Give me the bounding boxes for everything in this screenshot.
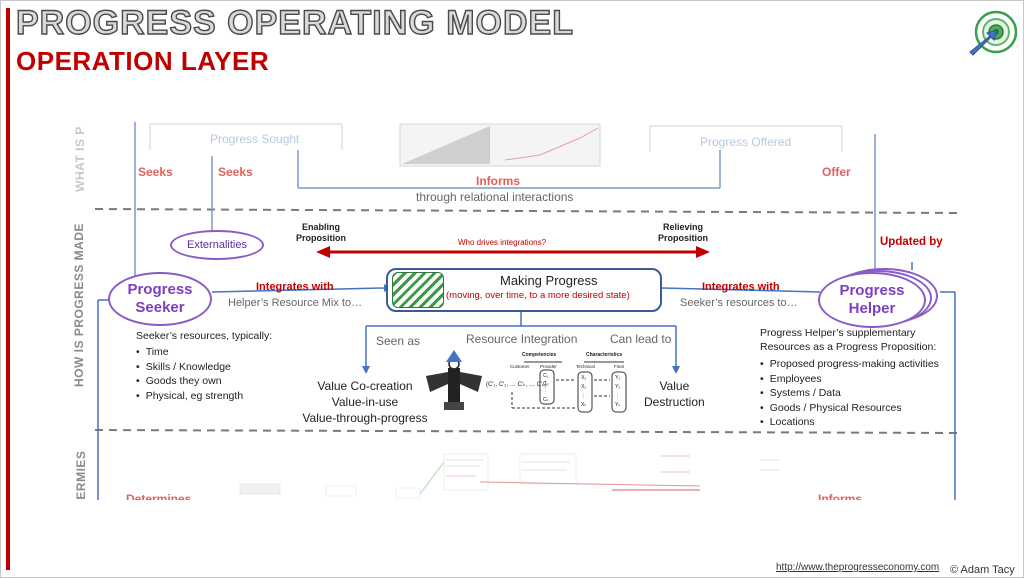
- value-left-2: Value-through-progress: [302, 411, 428, 425]
- matrix-x-1: X₂: [581, 384, 587, 390]
- integration-figure-icon: [426, 350, 482, 410]
- matrix-c-1: C₂: [543, 381, 549, 387]
- matrix-tuple: (C′₁, C′₂, … C′ₖ, … C′ₚ): [486, 382, 547, 388]
- seeker-resource-item: Time: [136, 345, 272, 360]
- section-label-top: WHAT IS P: [73, 126, 87, 192]
- progress-hatch-icon: [392, 272, 444, 308]
- seeker-resource-item: Skills / Knowledge: [136, 360, 272, 375]
- seeks-label-2: Seeks: [218, 165, 253, 179]
- matrix-x-0: X₁: [581, 375, 587, 381]
- seekers-resources-to-label: Seeker’s resources to…: [680, 297, 798, 309]
- making-progress-subtitle: (moving, over time, to a more desired st…: [446, 290, 630, 301]
- seeker-resource-item: Goods they own: [136, 374, 272, 389]
- progress-sought-label: Progress Sought: [210, 132, 300, 146]
- matrix-y-0: Y₁: [615, 375, 621, 381]
- externalities-label: Externalities: [187, 239, 247, 251]
- bottom-mask: [12, 500, 1020, 556]
- updated-by-label: Updated by: [880, 236, 943, 248]
- who-drives-label: Who drives integrations?: [458, 238, 547, 247]
- resource-integration-label: Resource Integration: [466, 332, 578, 346]
- value-left-1: Value-in-use: [331, 395, 399, 409]
- helper-resource-item: Systems / Data: [760, 386, 939, 401]
- matrix-x-3: Xₖ: [581, 402, 587, 408]
- making-progress-box: Making Progress (moving, over time, to a…: [386, 268, 662, 312]
- matrix-x-2: ⋮: [581, 393, 587, 399]
- can-lead-to-label: Can lead to: [610, 332, 672, 346]
- page-subtitle: OPERATION LAYER: [16, 46, 270, 76]
- offer-label: Offer: [822, 165, 851, 179]
- matrix-technical: Technical: [576, 364, 595, 369]
- making-progress-title: Making Progress: [500, 273, 598, 288]
- matrix-y-2: ⋮: [615, 393, 621, 399]
- matrix-c-3: Cₖ: [543, 397, 549, 403]
- progress-helper-label: Progress Helper: [839, 282, 905, 317]
- helper-resource-item: Goods / Physical Resources: [760, 401, 939, 416]
- matrix-characteristics: Characteristics: [586, 352, 623, 358]
- footer-copyright: © Adam Tacy: [950, 564, 1015, 576]
- matrix-final: Final: [614, 364, 624, 369]
- seeks-label-1: Seeks: [138, 165, 173, 179]
- bottom-informs-label: Informs: [818, 492, 863, 500]
- value-left-0: Value Co-creation: [317, 379, 413, 393]
- externalities-bubble: Externalities: [170, 230, 264, 260]
- seeker-resources-block: Seeker’s resources, typically: Time Skil…: [136, 330, 272, 403]
- matrix-customer: Customer: [510, 364, 530, 369]
- matrix-y-vector: Y₁ Y₂ ⋮ Yₖ: [615, 374, 620, 410]
- seeker-resources-title: Seeker’s resources, typically:: [136, 330, 273, 342]
- helper-resource-item: Employees: [760, 372, 939, 387]
- matrix-c-0: C₁: [543, 373, 549, 379]
- footer-url[interactable]: http://www.theprogresseconomy.com: [776, 562, 940, 573]
- relational-label: through relational interactions: [416, 190, 574, 204]
- accent-bar: [6, 8, 10, 570]
- integrates-with-left: Integrates with: [256, 281, 334, 293]
- seen-as-label: Seen as: [376, 334, 421, 348]
- integrates-with-right: Integrates with: [702, 281, 780, 293]
- progress-seeker-bubble: Progress Seeker: [108, 272, 212, 326]
- matrix-y-1: Y₂: [615, 384, 621, 390]
- page-title: PROGRESS OPERATING MODEL: [15, 3, 574, 42]
- progress-seeker-label: Progress Seeker: [127, 281, 193, 316]
- progress-offered-label: Progress Offered: [700, 135, 792, 149]
- helper-resources-title: Progress Helper’s supplementary Resource…: [760, 327, 937, 353]
- informs-label: Informs: [476, 174, 521, 188]
- relieving-proposition-label: Relieving Proposition: [658, 222, 708, 243]
- matrix-c-2: ⋮: [543, 389, 549, 395]
- helper-resource-item: Proposed progress-making activities: [760, 357, 939, 372]
- matrix-competencies: Competencies: [522, 352, 557, 358]
- bottom-clip: Determines Informs: [100, 488, 960, 500]
- helper-resource-item: Locations: [760, 415, 939, 430]
- enabling-proposition-label: Enabling Proposition: [296, 222, 346, 243]
- value-cocreation-list: Value Co-creation Value-in-use Value-thr…: [300, 378, 430, 426]
- value-destruction-label: Value Destruction: [644, 379, 705, 409]
- matrix-y-3: Yₖ: [615, 402, 621, 408]
- seeker-resource-item: Physical, eg strength: [136, 389, 272, 404]
- progress-helper-bubble: Progress Helper: [818, 272, 926, 328]
- matrix-x-vector: X₁ X₂ ⋮ Xₖ: [581, 374, 586, 410]
- section-label-middle: HOW IS PROGRESS MADE: [72, 222, 86, 387]
- matrix-c-vector: C₁ C₂ ⋮ Cₖ: [543, 372, 549, 404]
- helpers-mix-label: Helper’s Resource Mix to…: [228, 297, 363, 309]
- helper-resources-block: Progress Helper’s supplementary Resource…: [760, 326, 939, 430]
- matrix-provider: Provider: [540, 364, 557, 369]
- determines-label: Determines: [126, 492, 192, 500]
- target-logo-icon: [969, 10, 1018, 56]
